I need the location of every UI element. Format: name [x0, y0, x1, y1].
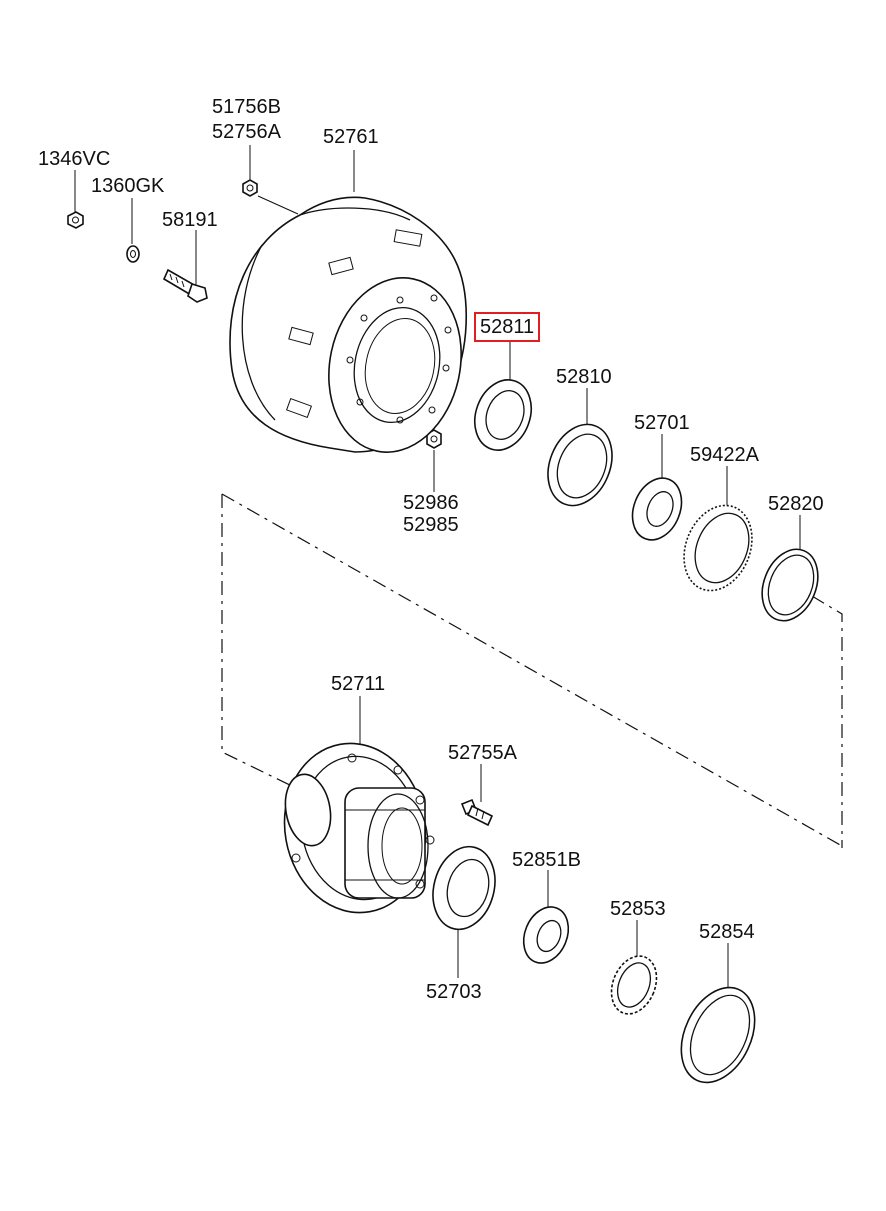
seal-52854 — [680, 986, 756, 1084]
brake-drum-52761 — [229, 196, 468, 453]
label-52756A[interactable]: 52756A — [212, 121, 281, 143]
bearing-52851B — [522, 906, 570, 964]
label-52711[interactable]: 52711 — [331, 673, 386, 695]
stud-52755A — [460, 798, 494, 827]
bolt-58191 — [162, 268, 208, 303]
label-52985[interactable]: 52985 — [403, 514, 459, 536]
bearing-cup-52703 — [432, 845, 496, 931]
bearing-52701 — [631, 477, 683, 541]
label-1346VC[interactable]: 1346VC — [38, 148, 111, 170]
bearing-52853 — [610, 955, 658, 1015]
washer-1360GK — [126, 245, 140, 263]
ring-52820 — [761, 548, 819, 622]
label-52810[interactable]: 52810 — [556, 366, 612, 388]
nut-52986 — [426, 429, 442, 449]
label-52761[interactable]: 52761 — [323, 126, 379, 148]
label-58191[interactable]: 58191 — [162, 209, 218, 231]
leader-lines — [74, 145, 801, 992]
label-52853[interactable]: 52853 — [610, 898, 666, 920]
label-59422A[interactable]: 59422A — [690, 444, 759, 466]
label-52811-highlighted[interactable]: 52811 — [474, 312, 541, 342]
hub-52711 — [283, 742, 435, 914]
label-52701[interactable]: 52701 — [634, 412, 690, 434]
label-52854[interactable]: 52854 — [699, 921, 755, 943]
label-52851B[interactable]: 52851B — [512, 849, 581, 871]
nut-1346VC — [67, 211, 84, 229]
label-52820[interactable]: 52820 — [768, 493, 824, 515]
label-52755A[interactable]: 52755A — [448, 742, 517, 764]
bearing-cup-52810 — [547, 423, 613, 507]
seal-52811 — [473, 379, 533, 451]
tone-ring-59422A — [683, 504, 753, 592]
label-51756B[interactable]: 51756B — [212, 96, 281, 118]
nut-51756B — [242, 179, 258, 197]
label-52703[interactable]: 52703 — [426, 981, 482, 1003]
label-52986[interactable]: 52986 — [403, 492, 459, 514]
label-1360GK[interactable]: 1360GK — [91, 175, 165, 197]
assembly-boundary — [221, 493, 843, 848]
